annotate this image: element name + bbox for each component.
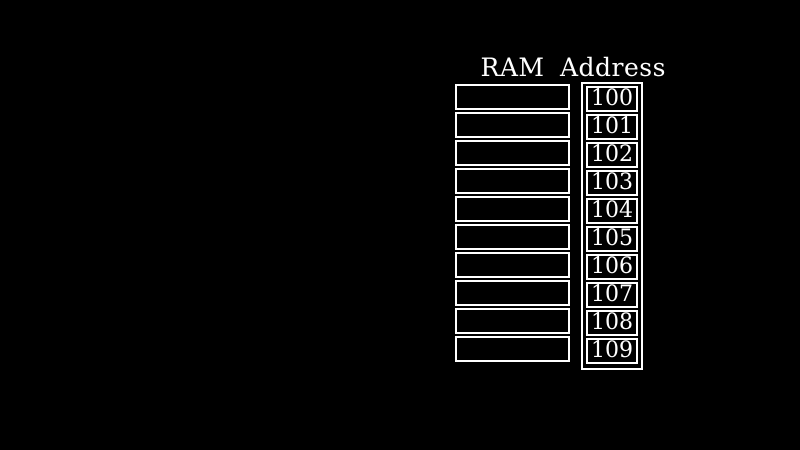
address-cell: 104 (586, 198, 638, 224)
address-column-header: Address (560, 53, 666, 82)
address-cell: 106 (586, 254, 638, 280)
address-cell: 103 (586, 170, 638, 196)
ram-cell (455, 140, 570, 166)
ram-cell (455, 112, 570, 138)
ram-cell (455, 196, 570, 222)
ram-cell (455, 308, 570, 334)
ram-column-header: RAM (480, 53, 545, 82)
address-cell: 105 (586, 226, 638, 252)
ram-cell (455, 336, 570, 362)
ram-cell (455, 280, 570, 306)
address-cell: 109 (586, 338, 638, 364)
address-cell: 100 (586, 86, 638, 112)
address-cell: 107 (586, 282, 638, 308)
ram-cell (455, 168, 570, 194)
address-cell: 102 (586, 142, 638, 168)
ram-cell (455, 84, 570, 110)
ram-column (455, 84, 570, 362)
ram-cell (455, 224, 570, 250)
ram-cell (455, 252, 570, 278)
address-cell: 108 (586, 310, 638, 336)
address-cell: 101 (586, 114, 638, 140)
